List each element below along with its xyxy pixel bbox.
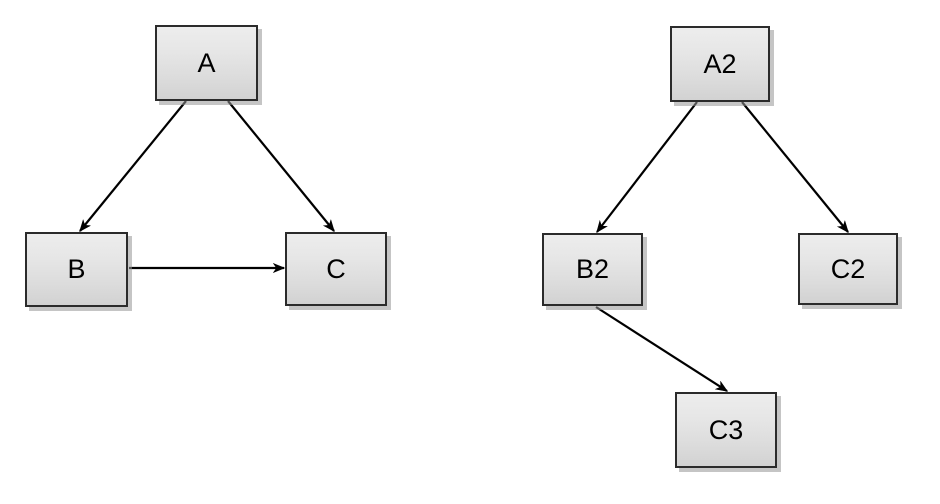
node-c3[interactable]: C3: [675, 392, 777, 468]
node-label: C: [326, 253, 346, 284]
node-label: B: [67, 254, 86, 284]
edge-a-to-b[interactable]: [79, 100, 187, 231]
node-c2[interactable]: C2: [798, 233, 898, 305]
edge-b2-to-c3[interactable]: [595, 306, 727, 392]
node-label: A2: [703, 48, 737, 79]
node-a[interactable]: A: [155, 25, 258, 101]
edge-a2-to-c2[interactable]: [741, 101, 849, 232]
node-a2[interactable]: A2: [670, 26, 770, 102]
node-b2[interactable]: B2: [542, 233, 643, 306]
node-label: B2: [575, 254, 610, 284]
edge-group: [79, 100, 849, 392]
node-b[interactable]: B: [25, 232, 128, 307]
node-c[interactable]: C: [285, 232, 387, 306]
node-label: A: [197, 47, 216, 78]
node-label: C2: [830, 253, 866, 284]
edge-a-to-c[interactable]: [227, 100, 335, 231]
edge-a2-to-b2[interactable]: [596, 101, 698, 232]
node-label: C3: [708, 414, 744, 445]
